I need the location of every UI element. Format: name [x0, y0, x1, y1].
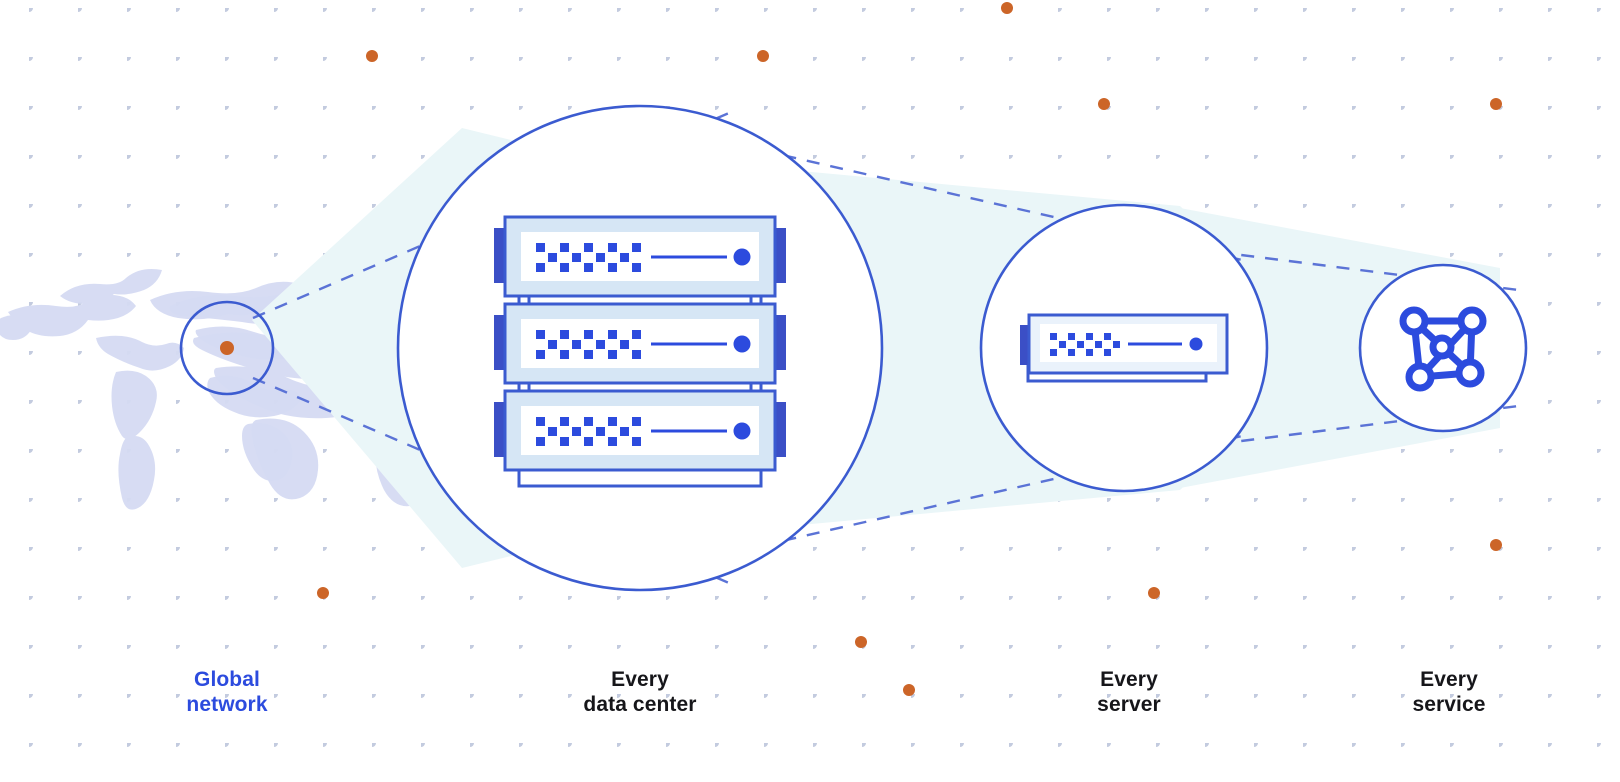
rack-unit-vent-dots: [536, 417, 641, 446]
stage-global-network[interactable]: [179, 300, 275, 396]
rack-unit: [494, 389, 786, 472]
rack-unit: [494, 302, 786, 385]
global-network-circle: [179, 300, 275, 396]
single-server-icon: [1020, 313, 1229, 383]
rack-unit-vent-dots: [536, 330, 641, 359]
stage-every-data-center[interactable]: [396, 104, 884, 592]
stage-every-service[interactable]: [1358, 263, 1528, 433]
rack-unit: [494, 215, 786, 298]
rack-unit-vent-dots: [536, 243, 641, 272]
server-vent-dots: [1050, 333, 1120, 356]
stage-every-server[interactable]: [979, 203, 1269, 493]
accent-orange-dots: [317, 2, 1502, 696]
network-node-dots: [1399, 306, 1487, 392]
global-network-marker-dot: [220, 341, 234, 355]
server-rack-icon: [494, 215, 786, 488]
